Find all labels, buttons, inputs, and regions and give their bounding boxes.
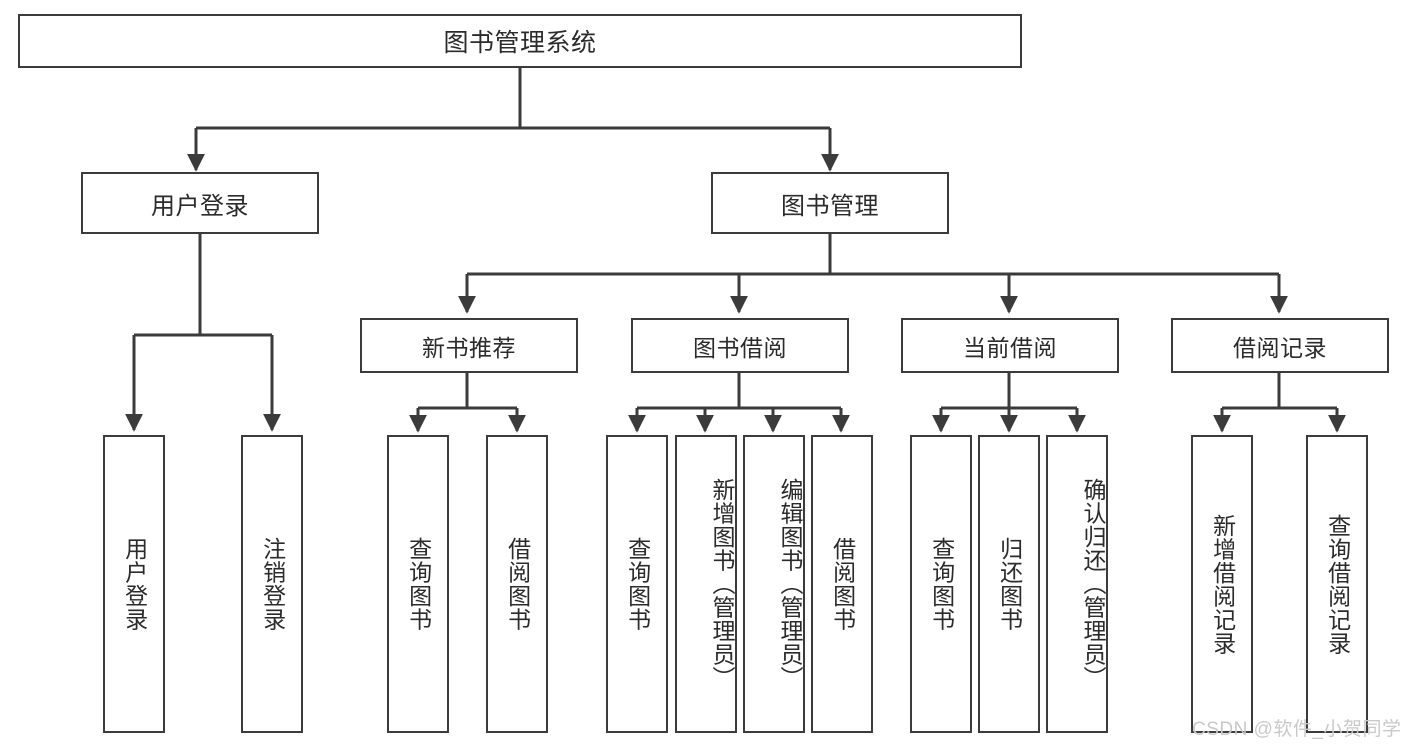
leaf-query-borrow-record[interactable]: 查询借阅记录 bbox=[1306, 435, 1368, 733]
node-new-book-recommendation[interactable]: 新书推荐 bbox=[360, 318, 578, 373]
node-user-login[interactable]: 用户登录 bbox=[81, 172, 319, 234]
node-borrowing-records[interactable]: 借阅记录 bbox=[1171, 318, 1389, 373]
node-label: 借阅图书 bbox=[829, 537, 856, 631]
leaf-query-books-new[interactable]: 查询图书 bbox=[387, 435, 449, 733]
leaf-confirm-return-admin[interactable]: 确认归还（管理员） bbox=[1046, 435, 1108, 733]
node-label: 查询借阅记录 bbox=[1324, 513, 1351, 655]
node-root-book-management-system[interactable]: 图书管理系统 bbox=[18, 14, 1022, 68]
leaf-logout[interactable]: 注销登录 bbox=[241, 435, 303, 733]
node-label: 查询图书 bbox=[624, 537, 651, 631]
node-label: 新书推荐 bbox=[422, 334, 516, 361]
node-label: 编辑图书（管理员） bbox=[777, 478, 803, 690]
leaf-query-books-borrow[interactable]: 查询图书 bbox=[606, 435, 668, 733]
leaf-return-books[interactable]: 归还图书 bbox=[978, 435, 1040, 733]
node-label: 用户登录 bbox=[151, 192, 249, 220]
node-label: 注销登录 bbox=[259, 537, 286, 631]
leaf-add-book-admin[interactable]: 新增图书（管理员） bbox=[675, 435, 737, 733]
leaf-user-login[interactable]: 用户登录 bbox=[103, 435, 165, 733]
node-label: 图书借阅 bbox=[693, 334, 787, 361]
node-label: 归还图书 bbox=[996, 537, 1023, 631]
leaf-borrow-books[interactable]: 借阅图书 bbox=[811, 435, 873, 733]
leaf-query-books-current[interactable]: 查询图书 bbox=[910, 435, 972, 733]
node-book-borrowing[interactable]: 图书借阅 bbox=[631, 318, 849, 373]
node-label: 用户登录 bbox=[121, 537, 148, 631]
node-current-borrowing[interactable]: 当前借阅 bbox=[901, 318, 1119, 373]
node-label: 查询图书 bbox=[928, 537, 955, 631]
node-label: 借阅记录 bbox=[1233, 334, 1327, 361]
node-label: 当前借阅 bbox=[963, 334, 1057, 361]
node-label: 查询图书 bbox=[405, 537, 432, 631]
csdn-watermark: CSDN @软件_小贺同学 bbox=[1192, 719, 1402, 740]
node-label: 新增图书（管理员） bbox=[709, 478, 735, 690]
node-label: 图书管理系统 bbox=[443, 29, 597, 57]
node-book-management[interactable]: 图书管理 bbox=[711, 172, 949, 234]
leaf-borrow-books-new[interactable]: 借阅图书 bbox=[486, 435, 548, 733]
node-label: 新增借阅记录 bbox=[1209, 513, 1236, 655]
leaf-edit-book-admin[interactable]: 编辑图书（管理员） bbox=[743, 435, 805, 733]
node-label: 确认归还（管理员） bbox=[1080, 478, 1106, 690]
node-label: 借阅图书 bbox=[504, 537, 531, 631]
leaf-add-borrow-record[interactable]: 新增借阅记录 bbox=[1191, 435, 1253, 733]
node-label: 图书管理 bbox=[781, 192, 879, 220]
